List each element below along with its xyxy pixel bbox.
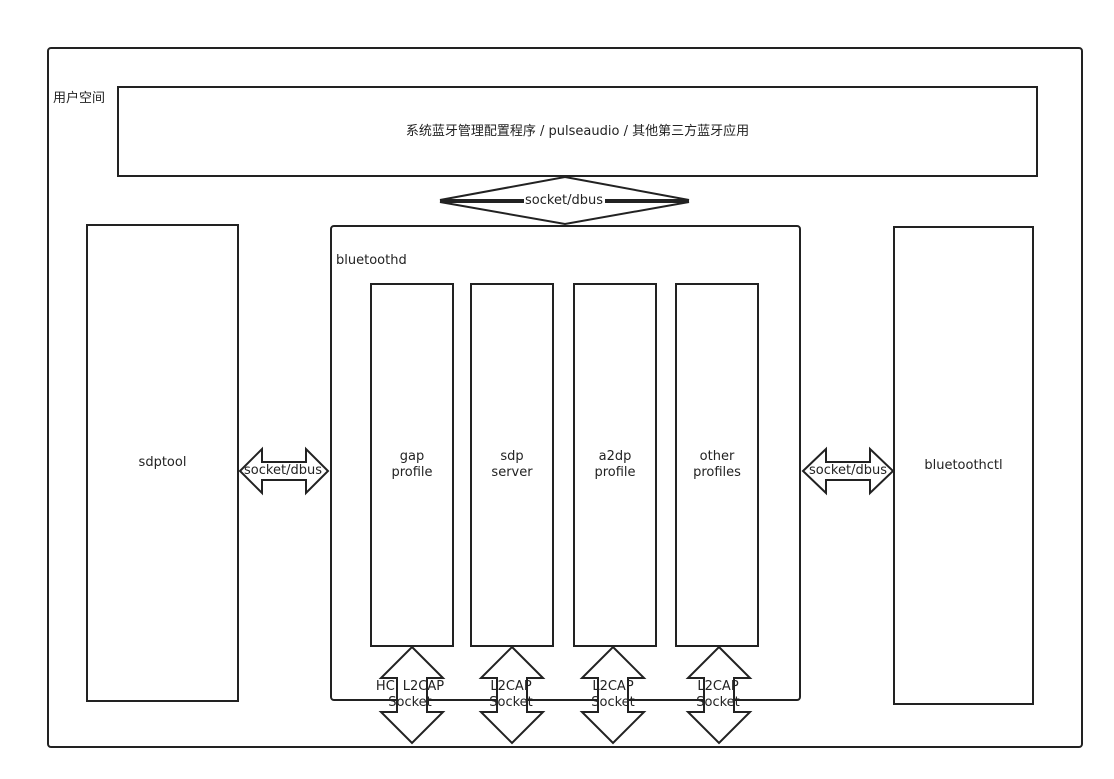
socket-label-line1: L2CAP [592, 679, 634, 694]
socket-label-sdp: L2CAP Socket [489, 679, 533, 711]
left-arrow-label: socket/dbus [244, 463, 322, 478]
profile-label-line2: server [491, 465, 533, 480]
socket-label-line1: HCI L2CAP [375, 679, 445, 694]
bluetoothctl-label: bluetoothctl [924, 457, 1003, 473]
socket-label-line2: Socket [696, 695, 740, 710]
sdptool-label: sdptool [138, 455, 187, 470]
bluetoothd-label: bluetoothd [336, 253, 407, 268]
bluetoothctl-box: bluetoothctl [893, 226, 1034, 705]
socket-label-line2: Socket [591, 695, 635, 710]
sdptool-box: sdptool [86, 224, 239, 702]
user-space-label: 用户空间 [53, 91, 106, 106]
profile-label-line2: profile [594, 465, 636, 480]
profile-label-line1: a2dp [598, 449, 632, 464]
socket-label-line1: L2CAP [490, 679, 532, 694]
profile-label-line1: gap [399, 449, 425, 464]
profile-label-line2: profiles [693, 465, 741, 480]
socket-label-gap: HCI L2CAP Socket [376, 679, 444, 711]
socket-label-other: L2CAP Socket [696, 679, 740, 711]
right-arrow-label: socket/dbus [809, 463, 887, 478]
applications-box: 系统蓝牙管理配置程序 / pulseaudio / 其他第三方蓝牙应用 [117, 86, 1038, 177]
profile-box-gap: gap profile [370, 283, 454, 647]
profile-box-other: other profiles [675, 283, 759, 647]
profile-label-line2: profile [391, 465, 433, 480]
applications-label: 系统蓝牙管理配置程序 / pulseaudio / 其他第三方蓝牙应用 [405, 123, 750, 139]
socket-label-a2dp: L2CAP Socket [591, 679, 635, 711]
profile-label-line1: sdp [500, 449, 524, 464]
profile-label-line1: other [699, 449, 735, 464]
socket-label-line1: L2CAP [697, 679, 739, 694]
profile-box-a2dp: a2dp profile [573, 283, 657, 647]
profile-box-sdp: sdp server [470, 283, 554, 647]
top-arrow-label: socket/dbus [525, 193, 603, 209]
socket-label-line2: Socket [388, 695, 432, 710]
socket-label-line2: Socket [489, 695, 533, 710]
